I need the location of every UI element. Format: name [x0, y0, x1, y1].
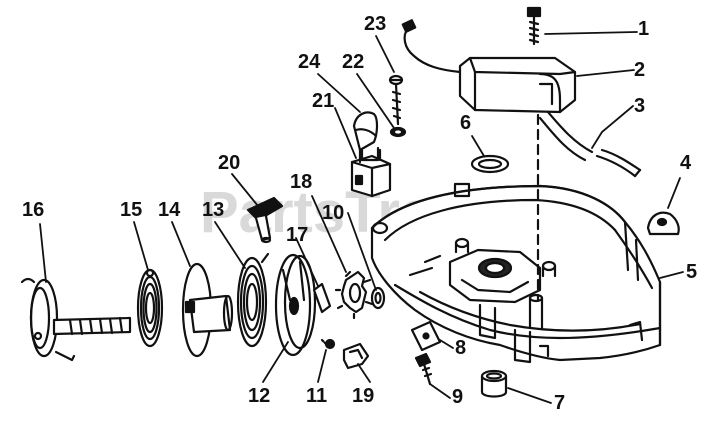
callout-23: 23: [364, 13, 387, 35]
callout-9: 9: [452, 386, 464, 408]
bracket-shape: [342, 342, 370, 370]
hose-shape: [538, 110, 642, 178]
bushing-shape: [480, 369, 508, 398]
handle-shape: [246, 196, 284, 244]
pawl-shape: [312, 282, 332, 314]
callout-22: 22: [342, 51, 365, 73]
callout-15: 15: [120, 199, 143, 221]
pulley-shape: [274, 253, 317, 357]
callout-12: 12: [248, 385, 271, 407]
ignition-module-shape: [458, 56, 577, 114]
callout-7: 7: [554, 392, 566, 414]
callout-5: 5: [686, 261, 698, 283]
starter-shaft-shape: [20, 277, 132, 362]
screw-small-shape: [320, 338, 336, 350]
callout-3: 3: [634, 95, 646, 117]
spring-shape: [136, 268, 164, 348]
callout-8: 8: [455, 337, 467, 359]
screw-shape: [414, 352, 433, 386]
switch-shape: [350, 148, 392, 198]
screw-long-shape: [388, 74, 404, 126]
callout-11: 11: [306, 385, 328, 407]
callout-2: 2: [634, 59, 646, 81]
leader-lines: [39, 31, 684, 404]
callout-21: 21: [312, 90, 335, 112]
blower-housing-shape: [370, 98, 662, 364]
callout-13: 13: [202, 199, 225, 221]
callout-20: 20: [218, 152, 241, 174]
spring-cup-shape: [181, 262, 234, 358]
ratchet-gear-shape: [334, 270, 374, 320]
callout-16: 16: [22, 199, 45, 221]
callout-19: 19: [352, 385, 375, 407]
recoil-spring-shape: [236, 252, 270, 348]
clip-shape: [410, 320, 442, 352]
washer-shape: [470, 154, 510, 174]
callout-1: 1: [638, 18, 650, 40]
wire-lead: [401, 19, 462, 74]
grommet-shape: [646, 211, 680, 236]
callout-4: 4: [680, 152, 692, 174]
washer-small-shape: [389, 126, 407, 138]
callout-18: 18: [290, 171, 313, 193]
callout-10: 10: [322, 202, 345, 224]
bolt-shape: [526, 6, 542, 46]
callout-14: 14: [158, 199, 181, 221]
callout-6: 6: [460, 112, 472, 134]
knob-shape: [352, 111, 380, 162]
callout-24: 24: [298, 51, 321, 73]
callout-17: 17: [286, 224, 309, 246]
retainer-shape: [370, 286, 386, 310]
